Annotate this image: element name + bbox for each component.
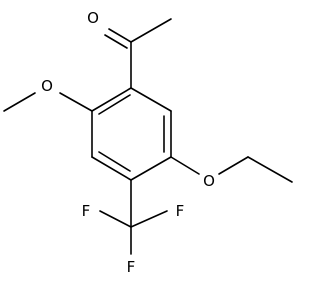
bond-cf3-to-f-right xyxy=(130,210,168,228)
bond-methoxy-o-to-methyl xyxy=(3,92,36,112)
bond-cf3-to-f-left xyxy=(99,210,132,228)
atom-o-ethoxy: O xyxy=(201,172,217,190)
atom-label-f-left: F xyxy=(82,202,91,220)
ring-bond-c4-c5 xyxy=(130,156,172,181)
atom-label-f-bottom: F xyxy=(127,258,136,276)
bond-ring-to-methoxy-o xyxy=(59,92,93,112)
atom-label-o-ethoxy: O xyxy=(203,172,215,190)
ring-bond-c6-c1 xyxy=(130,87,172,112)
molecule-drawing: O O O F F F xyxy=(3,9,293,276)
ring-bond-c1-c2 xyxy=(91,87,132,112)
atom-label-o-carbonyl: O xyxy=(87,9,99,27)
carbonyl-double-bond-a xyxy=(108,28,132,43)
atom-f-right: F xyxy=(173,202,187,220)
structure-canvas: O O O F F F xyxy=(3,9,293,276)
bond-ring-to-ethoxy-o xyxy=(170,156,200,175)
atom-o-methoxy: O xyxy=(39,77,55,95)
ring-bond-c3-c4 xyxy=(91,156,132,181)
bond-ethoxy-ch2-to-ch3 xyxy=(247,156,293,183)
ring-double-inner-1 xyxy=(98,94,131,115)
atom-label-f-right: F xyxy=(176,202,185,220)
bond-carbonyl-to-methyl xyxy=(130,18,172,43)
atom-label-o-methoxy: O xyxy=(41,77,53,95)
atom-o-carbonyl: O xyxy=(85,9,101,27)
atom-f-left: F xyxy=(79,202,93,220)
atom-f-bottom: F xyxy=(124,258,138,276)
ring-double-inner-2 xyxy=(98,151,131,172)
carbonyl-double-bond-b xyxy=(104,34,128,49)
bond-ethoxy-o-to-ch2 xyxy=(218,156,249,175)
